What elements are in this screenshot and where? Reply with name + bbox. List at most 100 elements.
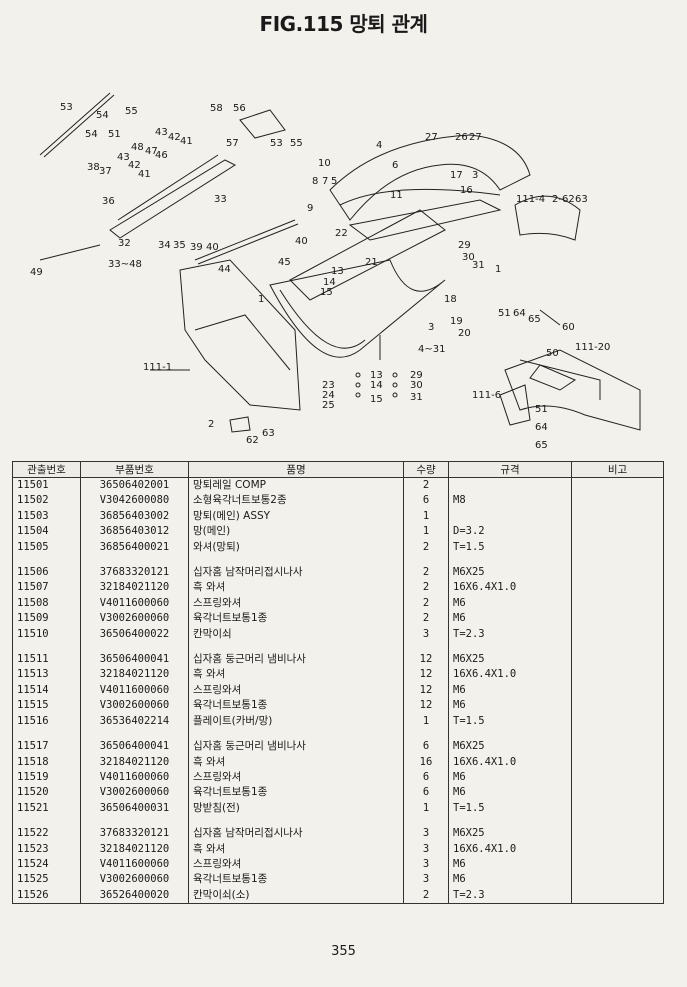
cell-ref-no: 11507 [12, 580, 81, 596]
svg-text:14: 14 [323, 277, 336, 288]
svg-text:35: 35 [173, 240, 186, 251]
table-header-row: 관출번호 부품번호 품명 수량 규격 비고 [12, 461, 664, 478]
cell-note [571, 508, 664, 525]
cell-part-name: 망퇴레일 COMP [188, 477, 404, 494]
cell-part-no: 32184021120 [80, 667, 189, 683]
svg-text:37: 37 [99, 166, 112, 177]
cover-shape [329, 134, 531, 221]
svg-text:20: 20 [458, 328, 471, 339]
svg-text:15: 15 [320, 287, 333, 298]
cell-note [571, 477, 664, 494]
cell-part-name: 망퇴(메인) ASSY [188, 508, 404, 525]
cell-ref-no: 11525 [12, 872, 81, 888]
cell-note [571, 626, 664, 643]
svg-text:11: 11 [390, 190, 403, 201]
svg-text:53: 53 [270, 138, 283, 149]
group-spacer [12, 555, 664, 566]
cell-note [571, 667, 664, 683]
cell-spec: M6 [448, 872, 572, 888]
cell-part-no: 37683320121 [80, 826, 189, 842]
svg-text:13: 13 [331, 266, 344, 277]
svg-text:111-4: 111-4 [516, 194, 545, 205]
cell-spec: 16X6.4X1.0 [448, 841, 572, 857]
cell-note [571, 887, 664, 905]
cell-note [571, 872, 664, 888]
svg-text:50: 50 [546, 348, 559, 359]
svg-text:43: 43 [155, 127, 168, 138]
cell-spec: T=2.3 [448, 626, 572, 643]
svg-text:26: 26 [455, 132, 468, 143]
svg-text:51: 51 [535, 404, 548, 415]
cell-qty: 12 [403, 652, 449, 668]
svg-text:31: 31 [472, 260, 485, 271]
svg-text:1: 1 [495, 264, 501, 275]
svg-text:30: 30 [410, 380, 423, 391]
cell-ref-no: 11524 [12, 856, 81, 873]
svg-text:10: 10 [318, 158, 331, 169]
svg-text:55: 55 [125, 106, 138, 117]
svg-text:65: 65 [535, 440, 548, 451]
cell-part-name: 십자홈 남작머리접시나사 [188, 565, 404, 581]
svg-text:42: 42 [168, 132, 181, 143]
cell-qty: 6 [403, 493, 449, 509]
svg-text:58: 58 [210, 103, 223, 114]
cell-part-no: 32184021120 [80, 754, 189, 770]
cell-ref-no: 11515 [12, 698, 81, 714]
cell-part-no: 36536402214 [80, 713, 189, 730]
cell-part-name: 칸막이쇠 [188, 626, 404, 643]
cell-qty: 3 [403, 856, 449, 873]
cell-part-no: V4011600060 [80, 769, 189, 786]
svg-text:7: 7 [322, 176, 328, 187]
cell-spec: M6X25 [448, 739, 572, 755]
cell-note [571, 524, 664, 540]
svg-text:46: 46 [155, 150, 168, 161]
svg-text:62: 62 [246, 435, 259, 446]
cell-ref-no: 11503 [12, 508, 81, 525]
svg-text:27: 27 [469, 132, 482, 143]
cell-ref-no: 11518 [12, 754, 81, 770]
svg-text:5: 5 [331, 176, 337, 187]
cell-qty: 2 [403, 539, 449, 556]
cell-qty: 1 [403, 524, 449, 540]
cell-qty: 6 [403, 785, 449, 801]
cell-spec [448, 477, 572, 494]
cell-spec: T=1.5 [448, 713, 572, 730]
cell-part-name: 스프링와셔 [188, 682, 404, 699]
group-spacer [12, 816, 664, 827]
svg-text:1: 1 [258, 294, 264, 305]
cell-part-no: V4011600060 [80, 682, 189, 699]
cell-ref-no: 11513 [12, 667, 81, 683]
cell-spec: M6 [448, 682, 572, 699]
svg-text:43: 43 [117, 152, 130, 163]
cell-part-no: 37683320121 [80, 565, 189, 581]
svg-text:45: 45 [278, 257, 291, 268]
svg-text:39: 39 [190, 242, 203, 253]
cell-qty: 16 [403, 754, 449, 770]
svg-text:60: 60 [562, 322, 575, 333]
cell-ref-no: 11522 [12, 826, 81, 842]
cell-part-no: V3002600060 [80, 872, 189, 888]
cell-ref-no: 11520 [12, 785, 81, 801]
group-spacer [12, 642, 664, 653]
cell-qty: 2 [403, 565, 449, 581]
svg-text:51: 51 [498, 308, 511, 319]
cell-note [571, 754, 664, 770]
cell-part-name: 십자홈 둥근머리 냄비나사 [188, 739, 404, 755]
svg-text:111-20: 111-20 [575, 342, 610, 353]
cell-note [571, 652, 664, 668]
left-rail-shape [109, 159, 237, 239]
svg-text:111-1: 111-1 [143, 362, 172, 373]
